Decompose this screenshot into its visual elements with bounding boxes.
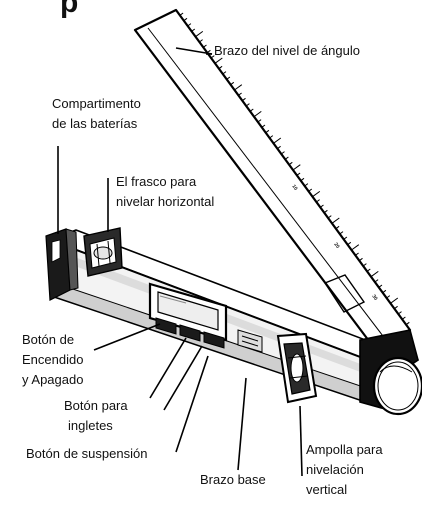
ruler-tick [249,108,254,112]
label-miter-line2: ingletes [68,418,113,433]
label-power-line2: Encendido [22,352,83,367]
logo-plate [237,329,263,353]
ruler-tick [222,71,227,75]
ruler-tick [214,57,223,64]
ruler-tick [405,321,410,326]
label-power-line1: Botón de [22,332,74,347]
ruler-tick [261,124,266,128]
ruler-tick [374,279,379,283]
leader-power [93,323,161,351]
ruler-tick [269,135,274,139]
leader-angle-arm [175,47,213,55]
ruler-tick [366,268,371,272]
ruler-tick [199,39,203,43]
ruler-tick [183,17,188,22]
label-angle-arm: Brazo del nivel de ángulo [214,43,360,58]
ruler-tick [304,183,309,187]
ruler-tick [210,55,215,59]
ruler-tick [296,172,301,176]
header-fragment: p [60,0,78,19]
ruler-tick [320,204,324,208]
ruler-tick [253,110,262,118]
ruler-tick [230,81,235,86]
leader-miter-a [149,337,187,399]
ruler-tick [382,289,387,294]
ruler-number: 20 [332,242,340,250]
ruler-tick [362,263,367,267]
ruler-tick [308,188,313,192]
ruler-tick [394,305,398,310]
ruler-tick [351,244,360,251]
ruler-tick [288,161,293,166]
label-horizontal-vial-line1: El frasco para [116,174,197,189]
ruler-tick [179,12,184,16]
button-row [155,317,225,349]
ruler-tick [257,119,262,123]
leader-lines [57,47,303,477]
ruler-scale [179,12,410,326]
ruler-number: 10 [290,184,298,192]
ruler-tick [343,236,348,240]
ruler-tick [339,231,344,235]
ruler-tick [331,217,340,224]
ruler-tick [284,156,289,160]
ruler-tick [245,103,250,107]
ruler-tick [206,49,211,54]
ruler-tick [191,28,196,32]
ruler-tick [327,215,332,219]
ruler-tick [203,44,207,48]
horizontal-vial [83,227,123,277]
label-battery-line2: de las baterías [52,116,138,131]
ruler-tick [242,97,246,102]
label-base-arm: Brazo base [200,472,266,487]
leader-hold [175,355,209,453]
ruler-number: 30 [370,294,378,302]
label-miter-line1: Botón para [64,398,128,413]
leader-miter-b [163,345,203,411]
ruler-tick [316,199,320,203]
label-power-line3: y Apagado [22,372,83,387]
label-battery-line1: Compartimento [52,96,141,111]
ruler-tick [378,284,383,288]
ruler-tick [358,257,363,262]
ruler-tick [277,145,281,150]
ruler-tick [218,65,223,70]
label-vertical-vial-line1: Ampolla para [306,442,383,457]
ruler-tick [397,311,402,315]
ruler-tick [323,209,328,214]
ruler-tick [273,137,282,144]
ruler-tick [386,295,391,299]
vertical-vial [276,332,318,404]
ruler-tick [187,23,192,27]
ruler-tick [195,30,204,38]
ruler-tick [390,297,399,304]
lcd-display [148,282,228,342]
ruler-tick [280,151,285,155]
leader-base-arm [237,377,247,471]
ruler-tick [238,92,242,96]
ruler-tick [292,164,301,171]
ruler-tick [300,177,305,182]
ruler-tick [234,84,243,91]
angle-arm: 10 20 30 [133,8,412,347]
ruler-tick [265,129,270,134]
ruler-tick [347,241,352,246]
ruler-tick [355,252,359,256]
leader-vertical-vial [299,405,303,477]
label-hold: Botón de suspensión [26,446,147,461]
label-horizontal-vial-line2: nivelar horizontal [116,194,214,209]
label-vertical-vial-line2: nivelación [306,462,364,477]
label-vertical-vial-line3: vertical [306,482,347,497]
ruler-tick [335,225,340,230]
ruler-tick [226,76,231,80]
ruler-tick [370,270,379,278]
ruler-tick [401,316,406,320]
ruler-tick [312,190,321,198]
